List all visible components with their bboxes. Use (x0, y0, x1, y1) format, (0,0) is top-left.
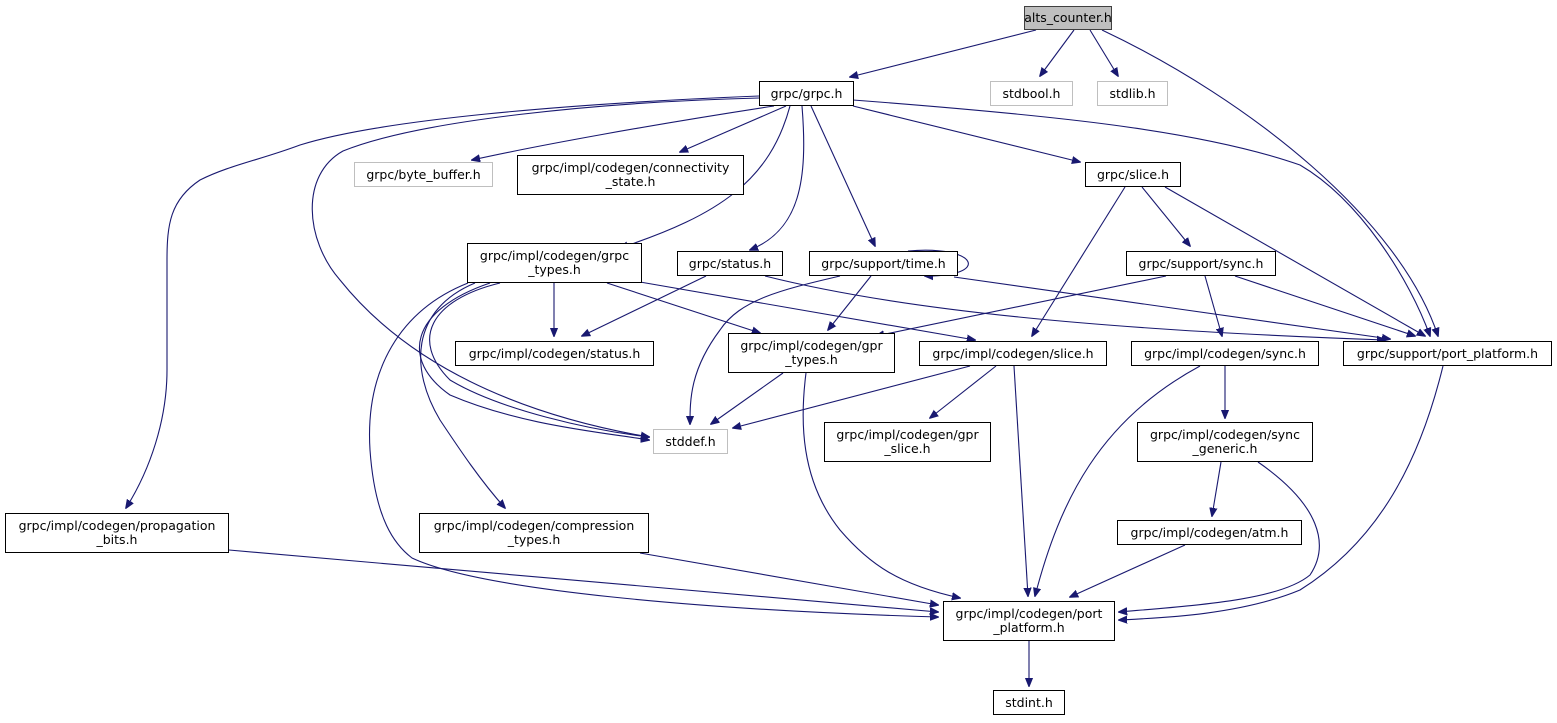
edge-grpc-types-to-stddef2 (418, 282, 649, 440)
graph-node-grpc-types[interactable]: grpc/impl/codegen/grpc _types.h (467, 243, 642, 283)
edge-slice-to-sync (1141, 186, 1190, 246)
graph-node-codegen-port-platform[interactable]: grpc/impl/codegen/port _platform.h (943, 601, 1115, 641)
edge-gpr-types-to-codegen-port-platform (802, 372, 960, 598)
edge-grpc-to-time (810, 105, 875, 246)
graph-node-stdbool: stdbool.h (990, 81, 1073, 106)
graph-node-status[interactable]: grpc/status.h (677, 251, 783, 276)
node-label: grpc/impl/codegen/compression _types.h (433, 518, 635, 547)
edge-sync-to-gpr-types (876, 275, 1167, 336)
graph-node-codegen-sync[interactable]: grpc/impl/codegen/sync.h (1131, 341, 1319, 366)
graph-node-compression-types[interactable]: grpc/impl/codegen/compression _types.h (419, 513, 649, 553)
node-label: grpc/impl/codegen/status.h (468, 345, 641, 361)
edge-gpr-types-to-stddef (711, 372, 784, 424)
edge-grpc-to-support-port-platform (852, 99, 1430, 336)
node-label: stdlib.h (1109, 85, 1156, 101)
node-label: grpc/impl/codegen/atm.h (1130, 524, 1289, 540)
node-label: grpc/impl/codegen/grpc _types.h (479, 248, 630, 277)
edge-grpc-types-to-compression-types (420, 282, 505, 508)
edge-sync-generic-to-atm (1212, 461, 1222, 516)
node-label: grpc/impl/codegen/sync.h (1144, 345, 1306, 361)
node-label: grpc/impl/codegen/port _platform.h (955, 606, 1103, 635)
edge-compression-types-to-codegen-port-platform (639, 552, 938, 605)
edge-status-to-codegen-status (582, 275, 707, 336)
node-label: grpc/slice.h (1096, 166, 1169, 182)
edge-codegen-slice-to-stddef (733, 365, 971, 428)
node-label: stdint.h (1005, 694, 1053, 710)
edge-status-to-support-port-platform (764, 275, 1385, 340)
edge-alts-counter-to-stdbool (1040, 29, 1075, 76)
node-label: grpc/status.h (688, 255, 772, 271)
graph-node-sync-generic[interactable]: grpc/impl/codegen/sync _generic.h (1137, 422, 1313, 462)
edge-codegen-slice-to-codegen-port-platform (1013, 365, 1028, 596)
graph-node-propagation-bits[interactable]: grpc/impl/codegen/propagation _bits.h (5, 513, 229, 553)
graph-node-byte-buffer: grpc/byte_buffer.h (354, 162, 493, 187)
edge-alts-counter-to-support-port-platform (1101, 29, 1438, 336)
edge-slice-to-codegen-slice (1032, 186, 1126, 336)
edge-codegen-sync-to-codegen-port-platform (1035, 365, 1201, 596)
graph-node-codegen-status[interactable]: grpc/impl/codegen/status.h (455, 341, 654, 366)
node-label: grpc/impl/codegen/gpr _types.h (740, 338, 883, 367)
node-label: grpc/support/time.h (821, 255, 946, 271)
graph-node-gpr-types[interactable]: grpc/impl/codegen/gpr _types.h (728, 333, 895, 373)
graph-node-sync[interactable]: grpc/support/sync.h (1126, 251, 1276, 276)
graph-node-support-port-platform[interactable]: grpc/support/port_platform.h (1343, 341, 1552, 366)
edge-grpc-types-to-gpr-types (606, 282, 760, 333)
node-label: stdbool.h (1002, 85, 1061, 101)
edge-atm-to-codegen-port-platform (1070, 544, 1186, 597)
graph-node-stdint[interactable]: stdint.h (993, 690, 1065, 715)
graph-node-gpr-slice[interactable]: grpc/impl/codegen/gpr _slice.h (824, 422, 991, 462)
node-label: grpc/byte_buffer.h (366, 166, 481, 182)
edge-support-port-platform-to-codegen-port-platform (1119, 365, 1444, 620)
edge-grpc-to-propagation-bits (126, 95, 760, 508)
edge-slice-to-support-port-platform (1164, 186, 1425, 336)
edge-time-to-support-port-platform (953, 276, 1390, 339)
node-label: grpc/support/sync.h (1138, 255, 1264, 271)
graph-node-alts-counter: alts_counter.h (1024, 6, 1112, 30)
node-label: grpc/support/port_platform.h (1356, 345, 1539, 361)
edge-time-to-stddef (690, 275, 841, 424)
edge-grpc-types-to-codegen-port-platform (368, 282, 938, 617)
edge-grpc-to-stddef (311, 97, 760, 437)
edge-grpc-types-to-stddef (429, 282, 649, 437)
graph-node-connectivity-state[interactable]: grpc/impl/codegen/connectivity _state.h (517, 155, 744, 195)
node-label: grpc/impl/codegen/connectivity _state.h (531, 160, 730, 189)
node-label: grpc/grpc.h (770, 85, 843, 101)
edge-propagation-bits-to-codegen-port-platform (228, 549, 938, 612)
node-label: stddef.h (665, 433, 716, 449)
edge-grpc-types-to-codegen-slice (639, 281, 975, 340)
graph-node-atm[interactable]: grpc/impl/codegen/atm.h (1117, 520, 1302, 545)
edge-codegen-slice-to-gpr-slice (930, 365, 997, 418)
graph-node-time[interactable]: grpc/support/time.h (809, 251, 958, 276)
edge-alts-counter-to-stdlib (1089, 29, 1118, 76)
edge-sync-to-codegen-sync (1204, 275, 1222, 336)
edge-grpc-to-byte-buffer (472, 105, 775, 160)
graph-node-codegen-slice[interactable]: grpc/impl/codegen/slice.h (919, 341, 1107, 366)
graph-node-slice[interactable]: grpc/slice.h (1085, 162, 1181, 187)
graph-node-stddef: stddef.h (653, 429, 728, 454)
graph-node-stdlib: stdlib.h (1097, 81, 1168, 106)
node-label: grpc/impl/codegen/propagation _bits.h (18, 518, 216, 547)
node-label: grpc/impl/codegen/sync _generic.h (1150, 427, 1300, 456)
edge-alts-counter-to-grpc (850, 29, 1037, 77)
node-label: grpc/impl/codegen/slice.h (932, 345, 1094, 361)
graph-node-grpc[interactable]: grpc/grpc.h (759, 81, 854, 106)
edge-sync-generic-to-codegen-port-platform (1119, 461, 1320, 612)
node-label: grpc/impl/codegen/gpr _slice.h (836, 427, 979, 456)
edge-time-to-gpr-types (828, 275, 872, 330)
edge-grpc-to-slice (852, 105, 1080, 162)
node-label: alts_counter.h (1024, 10, 1112, 25)
edge-grpc-to-connectivity-state (680, 105, 787, 152)
edge-sync-to-support-port-platform (1234, 275, 1415, 336)
edge-grpc-to-status (750, 105, 805, 250)
